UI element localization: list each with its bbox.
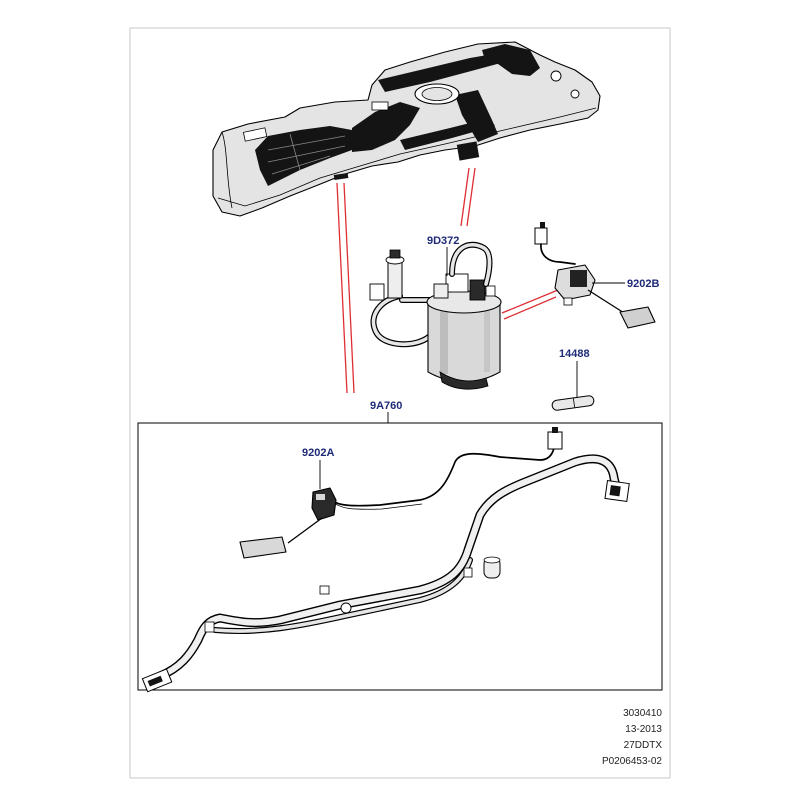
red-leader-tank-right [466,167,476,227]
callout-leaders [319,247,625,489]
callout-rod: 14488 [559,348,590,360]
tank-shield-rib [267,135,346,151]
harness-clip-round [340,602,352,614]
harness-tube-main [155,454,621,681]
harness-wire-connector [547,431,563,450]
sender-upper-connector [534,227,548,245]
pump-filter-nut [389,249,401,259]
tank-left-end [221,131,233,209]
fuel-tank [212,41,601,217]
tank-strap-lower [400,118,495,150]
red-leader-tank-left [336,182,348,394]
callout-harness: 9A760 [370,400,402,412]
tank-lower-edge [217,107,597,207]
red-leader-tank-right [460,167,470,227]
callout-sender-lower: 9202A [302,447,334,459]
footer-line-3: 27DDTX [624,740,663,751]
tank-bracket-right [482,44,540,76]
pump-filter [387,259,403,299]
sender-lower-body [311,487,337,521]
harness-clip [463,567,473,578]
harness-connector-left [141,668,173,693]
pump-head-clip [485,285,496,297]
red-leader-sender [503,296,557,320]
pump-top-hose [450,242,492,286]
sender-upper-foot [563,297,573,306]
tank-heat-shield-left [255,126,352,186]
sender-lower-float-arm [287,517,323,544]
sender-upper-float [619,306,656,329]
pump-base-band [439,371,489,390]
tank-fitting-block [371,101,389,111]
pump-bracket [369,283,385,301]
harness-tube-secondary [213,558,472,633]
callout-sender-upper: 9202B [627,278,659,290]
tank-strap-vertical [455,90,498,142]
tank-strap-middle [352,102,420,152]
footer-line-2: 13-2013 [625,724,662,735]
rod-part [551,395,595,411]
harness-wire [326,447,555,507]
red-leader-lines [336,167,559,394]
callout-labels: 9D372 9202B 14488 9A760 9202A [302,235,659,459]
pump-body-shade [484,306,490,372]
pump-head-port [433,283,449,299]
harness-connector-left-slot [147,675,163,687]
pump-body-shade [440,308,448,374]
red-leader-tank-left [343,182,355,394]
callout-pump: 9D372 [427,235,459,247]
harness-box [137,422,663,691]
tank-body [212,41,601,217]
harness-clip [319,585,330,595]
harness-wire-connector-tab [552,427,558,433]
sender-upper-block [570,270,587,287]
rod-ring [572,397,576,408]
tank-shield-rib [271,155,331,175]
sender-upper-wire [540,243,576,265]
tank-shield-rib [289,133,301,171]
tank-sender-opening-inner [421,87,453,101]
footer-line-4: P0206453-02 [602,756,662,767]
pump-head-connector [469,279,486,301]
tank-fitting [550,70,562,82]
diagram-frame [129,27,671,779]
harness-clip [204,621,215,633]
pump-head-block [445,273,469,293]
tank-label-tab [242,127,268,142]
harness-connector-right-cap [609,485,621,497]
sender-lower-float [239,536,287,559]
footer-line-1: 3030410 [623,708,662,719]
fuel-pump-module [369,241,502,390]
sender-upper-connector-tab [540,222,545,229]
sender-lower-highlight [316,494,325,500]
sender-unit-lower [239,487,337,559]
tank-strap-upper [378,52,512,92]
tank-bottom-mark [333,173,349,180]
harness-assembly [141,427,630,693]
harness-tube-main [156,455,620,680]
tank-bottom-block [456,141,480,161]
tank-fitting [570,89,580,99]
tank-shield-rib [267,145,346,163]
harness-connector-right [604,480,630,503]
sender-unit-upper [534,222,656,329]
red-leader-sender [501,289,559,314]
pump-hose-loop [371,294,434,346]
diagram-footer: 3030410 13-2013 27DDTX P0206453-02 [602,708,662,767]
rod-body [551,395,595,411]
harness-clip-cylinder-end [483,556,501,564]
